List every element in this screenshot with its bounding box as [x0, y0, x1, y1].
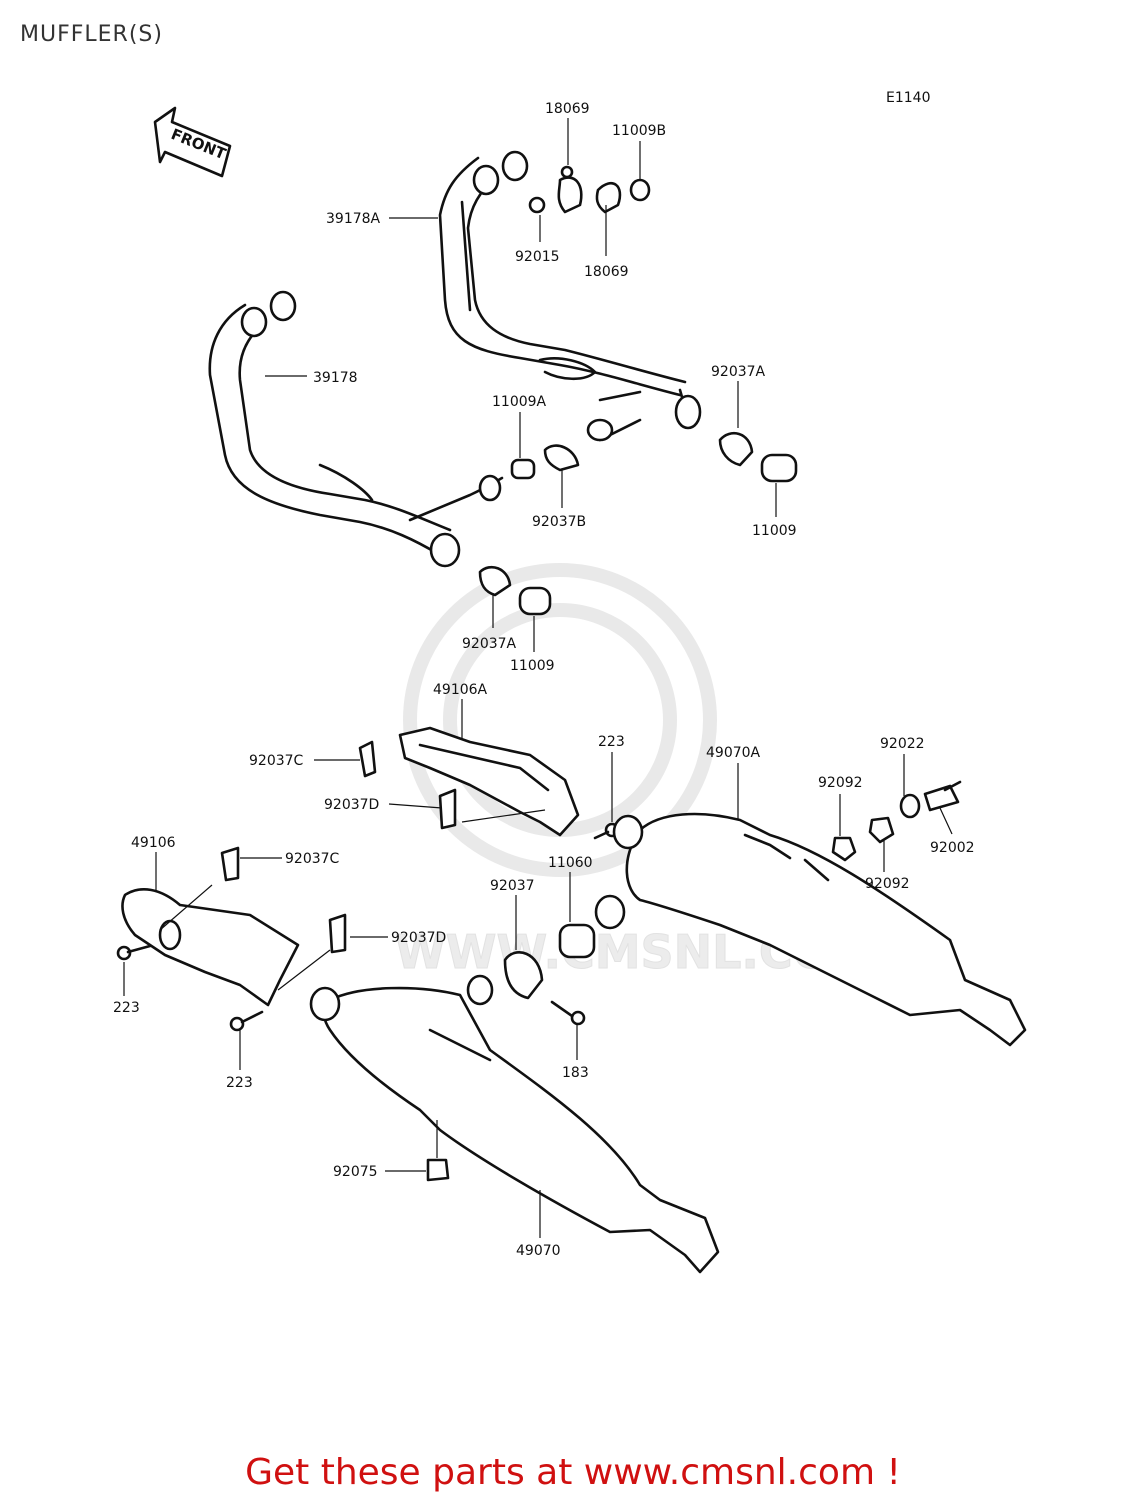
nut-92075	[426, 1158, 450, 1182]
label-92092-bottom: 92092	[865, 876, 910, 892]
clamp-92037	[503, 951, 544, 1000]
label-92037B: 92037B	[532, 514, 586, 530]
label-49070A: 49070A	[706, 745, 761, 761]
label-11009-mid: 11009	[510, 658, 555, 674]
nut-92092-top	[831, 836, 857, 862]
part-labels: 18069 11009B 39178A 92015 18069 39178 92…	[113, 101, 975, 1259]
label-92037C-top: 92037C	[249, 753, 304, 769]
gasket-11060	[558, 923, 596, 959]
label-92037A-mid: 92037A	[462, 636, 517, 652]
nut-92015	[528, 196, 546, 214]
label-92037D-left: 92037D	[391, 930, 446, 946]
label-92092-top: 92092	[818, 775, 863, 791]
page-title: MUFFLER(S)	[20, 22, 163, 47]
label-92075: 92075	[333, 1164, 378, 1180]
bracket-18069-top	[557, 165, 583, 214]
bolt-92002	[923, 780, 962, 812]
footer-promo-link[interactable]: Get these parts at www.cmsnl.com !	[245, 1452, 901, 1493]
nut-92092-bottom	[868, 816, 895, 844]
clip-92037D-top	[438, 788, 457, 830]
clamp-92037A-mid	[478, 565, 512, 597]
muffler-49070A	[594, 812, 1027, 1047]
bracket-18069-bottom	[595, 182, 622, 214]
clamp-92037A-right	[718, 431, 754, 467]
washer-92022	[899, 793, 921, 819]
gasket-11009-right	[760, 453, 798, 483]
label-223-mid: 223	[598, 734, 625, 750]
label-92037: 92037	[490, 878, 535, 894]
label-49106A: 49106A	[433, 682, 488, 698]
label-39178A: 39178A	[326, 211, 381, 227]
heat-shield-49106	[121, 888, 300, 1007]
gasket-11009-mid	[518, 586, 552, 616]
bolt-223-left	[116, 944, 152, 961]
label-49070: 49070	[516, 1243, 561, 1259]
label-49106: 49106	[131, 835, 176, 851]
label-18069-bottom: 18069	[584, 264, 629, 280]
label-18069-top: 18069	[545, 101, 590, 117]
gasket-11009A	[510, 458, 536, 480]
gasket-11009B	[629, 178, 651, 202]
muffler-49070	[309, 974, 720, 1274]
label-92037D-top: 92037D	[324, 797, 379, 813]
label-92022: 92022	[880, 736, 925, 752]
label-183: 183	[562, 1065, 589, 1081]
label-92015: 92015	[515, 249, 560, 265]
label-11009-right: 11009	[752, 523, 797, 539]
label-11009A: 11009A	[492, 394, 547, 410]
label-39178: 39178	[313, 370, 358, 386]
label-11060: 11060	[548, 855, 593, 871]
label-92037C-left: 92037C	[285, 851, 340, 867]
bolt-183	[550, 1000, 586, 1026]
clamp-92037B	[543, 444, 580, 472]
label-223-bottom: 223	[226, 1075, 253, 1091]
label-92002: 92002	[930, 840, 975, 856]
front-arrow-icon: FRONT	[153, 106, 232, 178]
exhaust-pipe-39178	[208, 290, 504, 568]
bolt-223-bottom	[229, 1010, 264, 1032]
label-92037A-right: 92037A	[711, 364, 766, 380]
label-223-left: 223	[113, 1000, 140, 1016]
exhaust-pipe-39178A	[438, 150, 702, 442]
clip-92037C-left	[220, 846, 240, 882]
diagram-code: E1140	[886, 90, 930, 106]
leader-lines	[123, 118, 953, 1238]
label-11009B: 11009B	[612, 123, 666, 139]
heat-shield-49106A	[398, 726, 580, 837]
clip-92037D-left	[328, 913, 347, 954]
clip-92037C-top	[358, 740, 377, 778]
